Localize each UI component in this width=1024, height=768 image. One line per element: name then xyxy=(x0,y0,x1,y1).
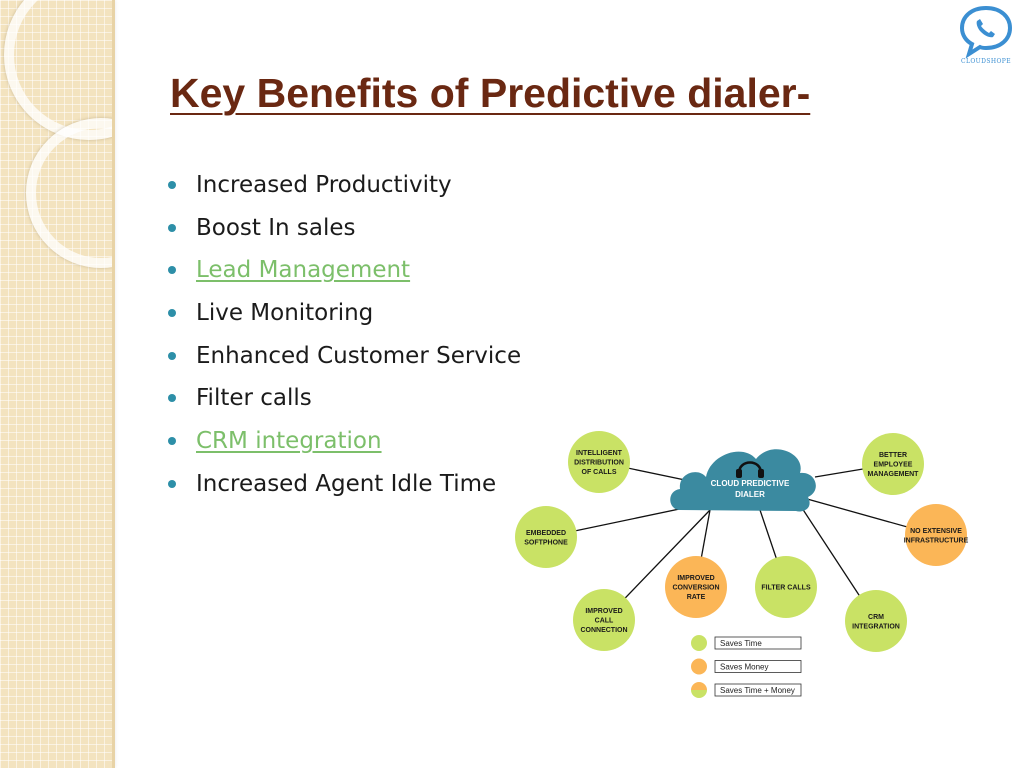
benefit-node: EMBEDDED SOFTPHONE xyxy=(515,506,577,568)
benefit-text[interactable]: CRM integration xyxy=(196,428,382,455)
benefit-text[interactable]: Lead Management xyxy=(196,257,411,284)
phone-chat-icon xyxy=(959,5,1013,59)
bullet-dot-icon xyxy=(168,394,176,403)
node-label: INTELLIGENT xyxy=(576,450,623,457)
node-label: SOFTPHONE xyxy=(524,539,568,546)
decorative-side-strip xyxy=(0,0,114,768)
node-label: EMPLOYEE xyxy=(874,462,913,469)
bullet-dot-icon xyxy=(168,223,176,232)
node-label: MANAGEMENT xyxy=(868,471,920,478)
node-label: NO EXTENSIVE xyxy=(910,528,962,535)
bullet-dot-icon xyxy=(168,309,176,318)
node-label: INFRASTRUCTURE xyxy=(904,537,969,544)
bullet-dot-icon xyxy=(168,351,176,360)
benefit-node: INTELLIGENT DISTRIBUTION OF CALLS xyxy=(568,431,630,493)
benefit-text: Increased Agent Idle Time xyxy=(196,470,497,497)
predictive-dialer-diagram: CLOUD PREDICTIVE DIALER INTELLIGENT DISTRIB… xyxy=(515,431,969,698)
node-label: IMPROVED xyxy=(677,575,714,582)
benefit-item: Increased Productivity xyxy=(166,164,521,207)
node-label: INTEGRATION xyxy=(852,623,900,630)
logo-text: CLOUDSHOPE xyxy=(960,58,1012,65)
node-label: IMPROVED xyxy=(585,608,622,615)
decorative-ring xyxy=(26,118,114,268)
benefit-node: IMPROVED CALL CONNECTION xyxy=(573,589,635,651)
benefit-node: CRM INTEGRATION xyxy=(845,590,907,652)
legend-label: Saves Time + Money xyxy=(720,686,795,695)
headset-icon xyxy=(736,461,764,478)
cloud-shape xyxy=(670,449,816,512)
benefit-node: FILTER CALLS xyxy=(755,556,817,618)
legend-item: Saves Time + Money xyxy=(691,682,802,698)
legend-label: Saves Time xyxy=(720,639,762,648)
benefit-link-item[interactable]: Lead Management xyxy=(166,249,521,292)
strip-edge xyxy=(112,0,115,768)
cloudshope-logo: CLOUDSHOPE xyxy=(956,4,1016,66)
bullet-dot-icon xyxy=(168,181,176,189)
node-label: CONNECTION xyxy=(580,627,627,634)
bullet-dot-icon xyxy=(168,479,176,488)
legend-item: Saves Time xyxy=(691,635,802,651)
benefit-item: Enhanced Customer Service xyxy=(166,335,521,378)
benefit-text: Live Monitoring xyxy=(196,300,374,327)
benefit-item: Increased Agent Idle Time xyxy=(166,463,521,506)
benefit-item: Filter calls xyxy=(166,377,521,420)
benefit-text: Increased Productivity xyxy=(196,172,452,198)
node-label: CRM xyxy=(868,614,884,621)
node-label: OF CALLS xyxy=(582,469,617,476)
bullet-dot-icon xyxy=(168,266,176,275)
node-label: EMBEDDED xyxy=(526,530,566,537)
bullet-dot-icon xyxy=(168,437,176,446)
node-label: CALL xyxy=(595,618,614,625)
benefit-node: NO EXTENSIVE INFRASTRUCTURE xyxy=(904,504,969,566)
benefit-link-item[interactable]: CRM integration xyxy=(166,420,521,463)
benefit-item: Live Monitoring xyxy=(166,292,521,335)
benefit-text: Boost In sales xyxy=(196,214,356,241)
cloud-label: DIALER xyxy=(735,490,765,499)
cloud-label: CLOUD PREDICTIVE xyxy=(711,479,790,488)
legend-label: Saves Money xyxy=(720,663,768,672)
node-label: DISTRIBUTION xyxy=(574,460,624,467)
benefit-node: BETTER EMPLOYEE MANAGEMENT xyxy=(862,433,924,495)
node-label: CONVERSION xyxy=(672,585,719,592)
legend-item: Saves Money xyxy=(691,658,802,675)
benefit-item: Boost In sales xyxy=(166,207,521,250)
benefit-text: Filter calls xyxy=(196,385,312,412)
node-label: BETTER xyxy=(879,452,907,459)
benefit-text: Enhanced Customer Service xyxy=(196,342,522,369)
benefit-node: IMPROVED CONVERSION RATE xyxy=(665,556,727,618)
page-title: Key Benefits of Predictive dialer- xyxy=(170,70,811,116)
node-label: RATE xyxy=(687,594,706,601)
node-label: FILTER CALLS xyxy=(761,585,811,592)
